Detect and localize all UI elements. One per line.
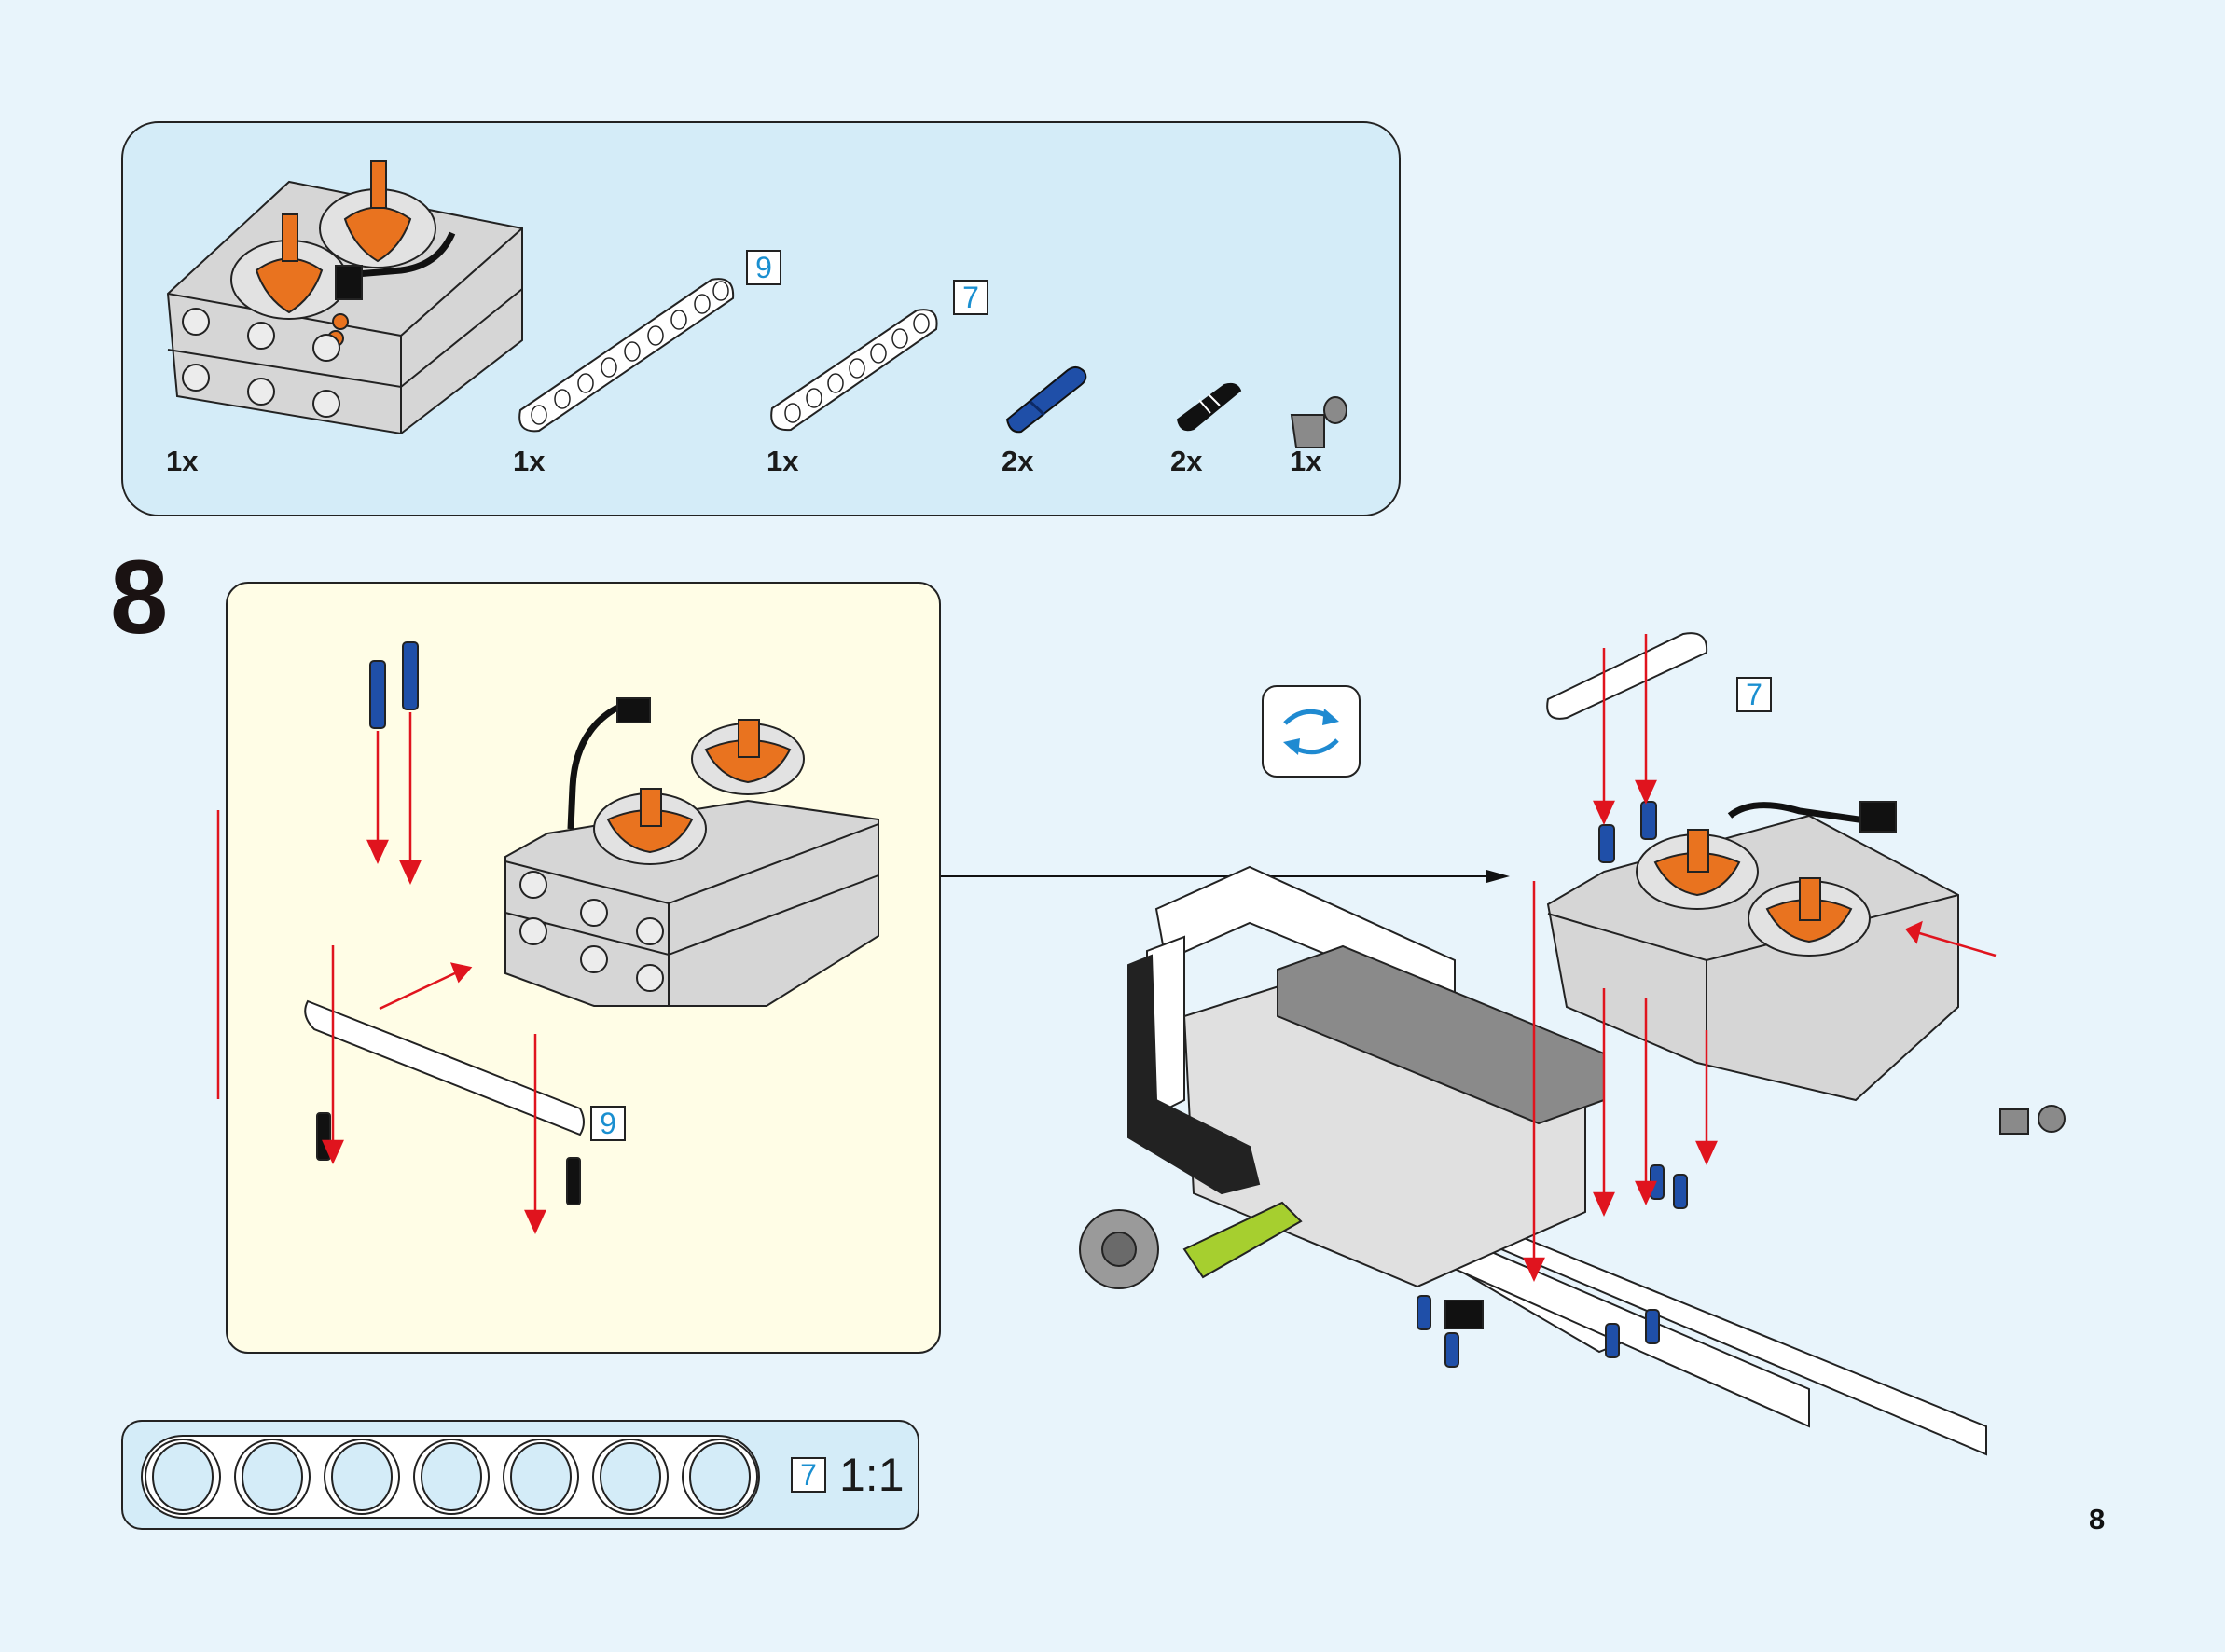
- main-beam-length-label: 7: [1736, 677, 1772, 712]
- gray-connector-part-illustration: [1290, 396, 1347, 448]
- beam-length-label-7: 7: [953, 280, 988, 315]
- callout-pointer-arrow: [941, 870, 1510, 883]
- main-assembly-illustration: [1079, 632, 2066, 1456]
- ruler-hole: [152, 1442, 214, 1511]
- page-number: 8: [2089, 1503, 2106, 1535]
- part-quantity: 2x: [1002, 445, 1034, 477]
- beam-9-part-illustration: [518, 278, 735, 433]
- ruler-beam-length-label: 7: [791, 1457, 826, 1493]
- rotate-model-icon: [1283, 709, 1339, 755]
- blue-pin-part-illustration: [1005, 366, 1087, 434]
- ruler-hole: [689, 1442, 751, 1511]
- beam-7-part-illustration: [770, 309, 938, 432]
- black-pin-part-illustration: [1176, 382, 1242, 432]
- ruler-hole: [600, 1442, 661, 1511]
- part-quantity: 1x: [513, 445, 546, 477]
- ruler-hole: [242, 1442, 303, 1511]
- part-quantity: 1x: [767, 445, 799, 477]
- step-number: 8: [110, 539, 169, 655]
- part-quantity: 2x: [1170, 445, 1203, 477]
- ruler-scale-label: 1:1: [839, 1449, 905, 1501]
- ruler-hole: [421, 1442, 482, 1511]
- battery-box-part-illustration: [166, 160, 523, 435]
- beam-length-label-9: 9: [746, 250, 781, 285]
- callout-beam-length-label: 9: [590, 1106, 626, 1141]
- rotate-model-button: [1262, 685, 1361, 778]
- ruler-hole: [331, 1442, 393, 1511]
- ruler-hole: [510, 1442, 572, 1511]
- sub-assembly-illustration: [216, 641, 879, 1235]
- part-quantity: 1x: [1290, 445, 1322, 477]
- beam-ruler-illustration: [141, 1435, 760, 1519]
- part-quantity: 1x: [166, 445, 199, 477]
